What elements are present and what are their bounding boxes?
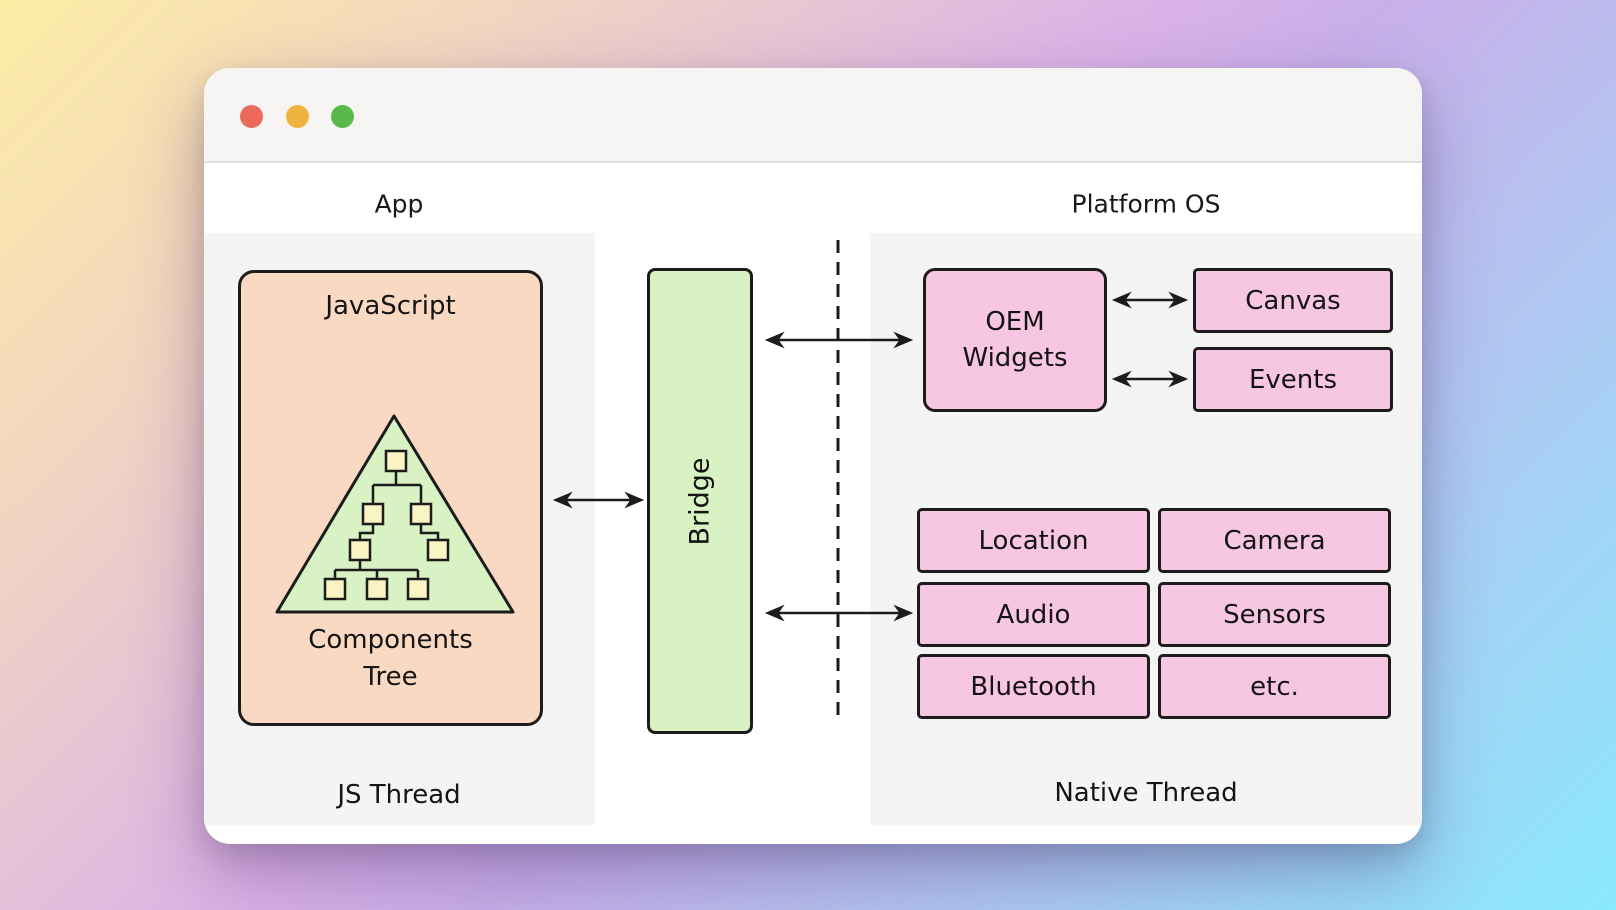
javascript-box: JavaScript Component: [238, 270, 543, 726]
javascript-box-title: JavaScript: [325, 291, 456, 321]
native-thread-label: Native Thread: [1054, 778, 1238, 808]
js-thread-label: JS Thread: [337, 780, 461, 810]
module-box-bluetooth: Bluetooth: [917, 654, 1150, 719]
events-box: Events: [1193, 347, 1393, 412]
module-box-etc: etc.: [1158, 654, 1391, 719]
components-tree-icon: [275, 414, 515, 614]
app-column-header: App: [374, 189, 424, 219]
components-tree-caption: Components Tree: [308, 624, 473, 693]
minimize-button[interactable]: [286, 105, 309, 128]
bridge-box: Bridge: [647, 268, 753, 734]
module-box-audio: Audio: [917, 582, 1150, 647]
module-box-camera: Camera: [1158, 508, 1391, 573]
zoom-button[interactable]: [331, 105, 354, 128]
canvas-box: Canvas: [1193, 268, 1393, 333]
close-button[interactable]: [240, 105, 263, 128]
bridge-label: Bridge: [684, 456, 716, 546]
window-titlebar: [204, 68, 1422, 163]
module-box-location: Location: [917, 508, 1150, 573]
app-window: App Platform OS: [204, 68, 1422, 844]
module-box-sensors: Sensors: [1158, 582, 1391, 647]
platform-os-column-header: Platform OS: [1071, 189, 1221, 219]
oem-widgets-box: OEM Widgets: [923, 268, 1107, 412]
